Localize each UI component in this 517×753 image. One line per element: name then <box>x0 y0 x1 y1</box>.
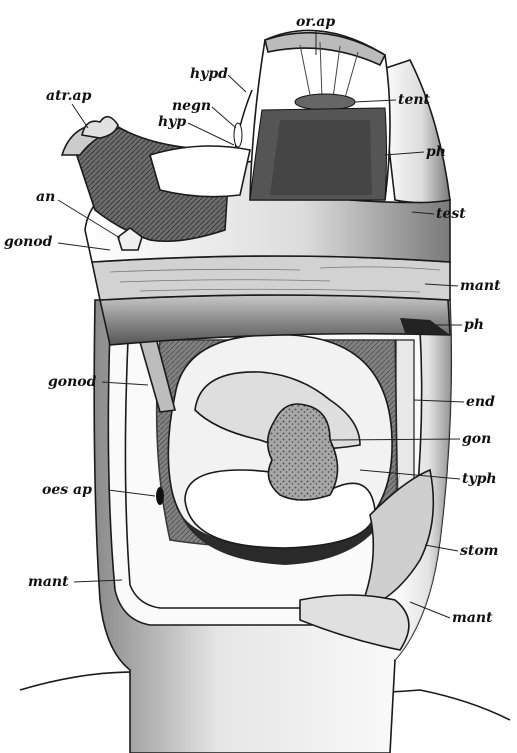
label-or-ap: or.ap <box>296 14 335 30</box>
label-end: end <box>466 394 495 410</box>
label-gon: gon <box>462 431 491 447</box>
mantle-cut-band <box>92 256 450 300</box>
label-mant-right-top: mant <box>460 278 501 294</box>
label-test: test <box>436 206 466 222</box>
label-hyp: hyp <box>158 114 186 130</box>
oesophageal-aperture <box>156 487 164 505</box>
label-stom: stom <box>460 543 499 559</box>
neural-ganglion <box>234 123 242 147</box>
label-tent: tent <box>398 92 431 108</box>
label-gonod-top: gonod <box>4 234 53 250</box>
label-ph-mid: ph <box>464 317 484 333</box>
label-atr-ap: atr.ap <box>46 88 92 104</box>
atrial-cavity-white <box>150 146 250 197</box>
pharynx-inner-dark <box>270 120 372 195</box>
label-typh: typh <box>462 471 497 487</box>
label-mant-left: mant <box>28 574 69 590</box>
label-mant-right-bottom: mant <box>452 610 493 626</box>
label-hypd: hypd <box>190 66 228 82</box>
label-oes-ap: oes ap <box>42 482 92 498</box>
label-gonod-mid: gonod <box>48 374 97 390</box>
tentacles <box>295 94 355 110</box>
label-an: an <box>36 189 55 205</box>
label-negn: negn <box>172 98 211 114</box>
label-ph-top: ph <box>426 144 446 160</box>
